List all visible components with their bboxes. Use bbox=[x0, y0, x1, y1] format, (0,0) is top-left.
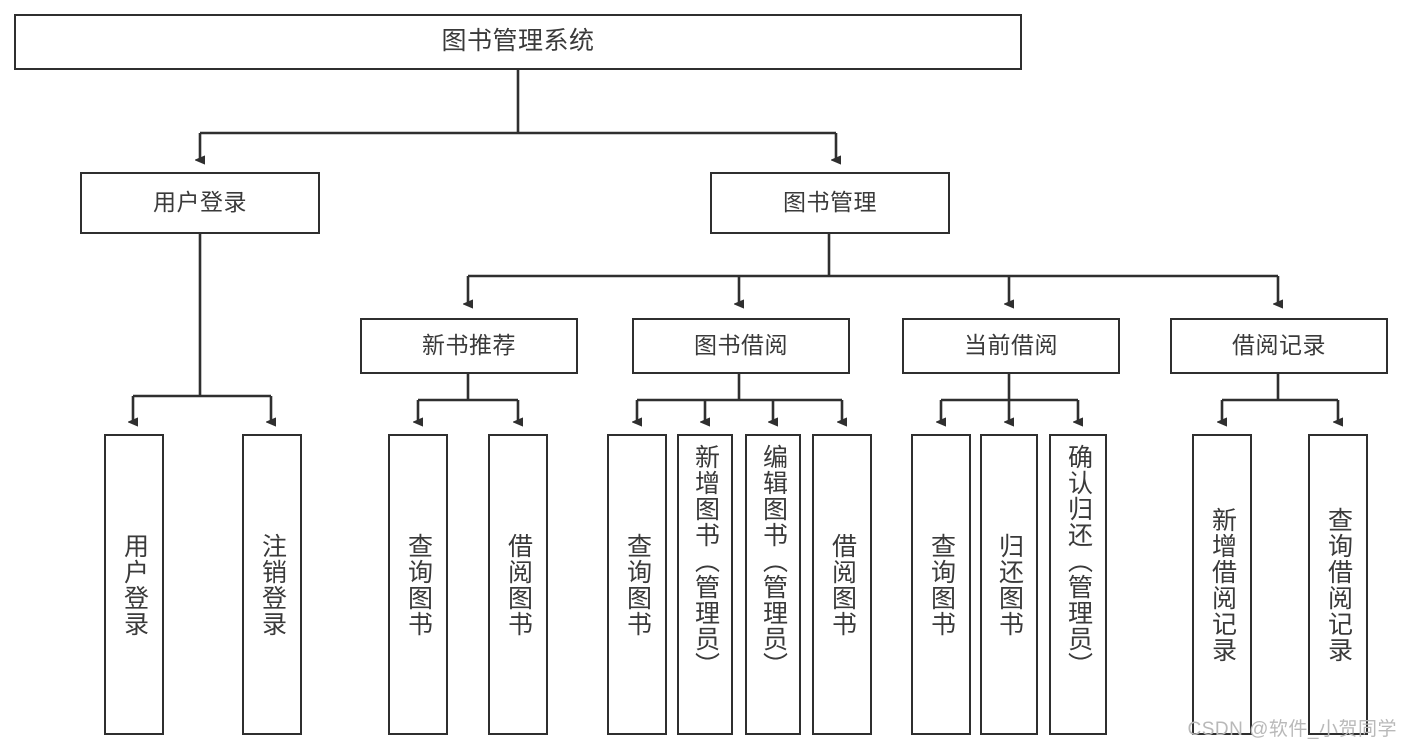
leaf-current-borrow-confirm-label: 确认归还（管理员） bbox=[1064, 444, 1093, 678]
leaf-current-borrow-return[interactable]: 归还图书 bbox=[980, 434, 1038, 735]
leaf-new-book-borrow-label: 借阅图书 bbox=[504, 532, 533, 637]
leaf-user-login-logout-label: 注销登录 bbox=[258, 532, 287, 637]
leaf-book-borrow-add[interactable]: 新增图书（管理员） bbox=[677, 434, 733, 735]
leaf-current-borrow-query[interactable]: 查询图书 bbox=[911, 434, 971, 735]
leaf-new-book-borrow[interactable]: 借阅图书 bbox=[488, 434, 548, 735]
leaf-book-borrow-borrow-label: 借阅图书 bbox=[828, 532, 857, 637]
leaf-new-book-query-label: 查询图书 bbox=[404, 532, 433, 637]
leaf-current-borrow-return-label: 归还图书 bbox=[995, 532, 1024, 637]
leaf-user-login-login[interactable]: 用户登录 bbox=[104, 434, 164, 735]
leaf-borrow-record-query-label: 查询借阅记录 bbox=[1324, 506, 1353, 663]
node-new-book-recommend[interactable]: 新书推荐 bbox=[360, 318, 578, 374]
node-book-borrow-label: 图书借阅 bbox=[694, 332, 788, 359]
leaf-new-book-query[interactable]: 查询图书 bbox=[388, 434, 448, 735]
node-borrow-record[interactable]: 借阅记录 bbox=[1170, 318, 1388, 374]
leaf-book-borrow-borrow[interactable]: 借阅图书 bbox=[812, 434, 872, 735]
leaf-user-login-logout[interactable]: 注销登录 bbox=[242, 434, 302, 735]
node-book-management-label: 图书管理 bbox=[783, 189, 877, 216]
leaf-user-login-login-label: 用户登录 bbox=[120, 532, 149, 637]
node-borrow-record-label: 借阅记录 bbox=[1232, 332, 1326, 359]
node-root-label: 图书管理系统 bbox=[441, 27, 595, 56]
node-book-borrow[interactable]: 图书借阅 bbox=[632, 318, 850, 374]
watermark-text: CSDN @软件_小贺同学 bbox=[1187, 719, 1397, 740]
node-current-borrow[interactable]: 当前借阅 bbox=[902, 318, 1120, 374]
leaf-book-borrow-edit[interactable]: 编辑图书（管理员） bbox=[745, 434, 801, 735]
node-user-login-label: 用户登录 bbox=[153, 189, 247, 216]
leaf-current-borrow-query-label: 查询图书 bbox=[927, 532, 956, 637]
leaf-book-borrow-query-label: 查询图书 bbox=[623, 532, 652, 637]
leaf-borrow-record-add[interactable]: 新增借阅记录 bbox=[1192, 434, 1252, 735]
leaf-book-borrow-add-label: 新增图书（管理员） bbox=[691, 444, 720, 678]
leaf-book-borrow-edit-label: 编辑图书（管理员） bbox=[759, 444, 788, 678]
node-root[interactable]: 图书管理系统 bbox=[14, 14, 1022, 70]
leaf-borrow-record-add-label: 新增借阅记录 bbox=[1208, 506, 1237, 663]
node-current-borrow-label: 当前借阅 bbox=[964, 332, 1058, 359]
node-user-login[interactable]: 用户登录 bbox=[80, 172, 320, 234]
leaf-current-borrow-confirm[interactable]: 确认归还（管理员） bbox=[1049, 434, 1107, 735]
node-new-book-recommend-label: 新书推荐 bbox=[422, 332, 516, 359]
node-book-management[interactable]: 图书管理 bbox=[710, 172, 950, 234]
leaf-book-borrow-query[interactable]: 查询图书 bbox=[607, 434, 667, 735]
leaf-borrow-record-query[interactable]: 查询借阅记录 bbox=[1308, 434, 1368, 735]
